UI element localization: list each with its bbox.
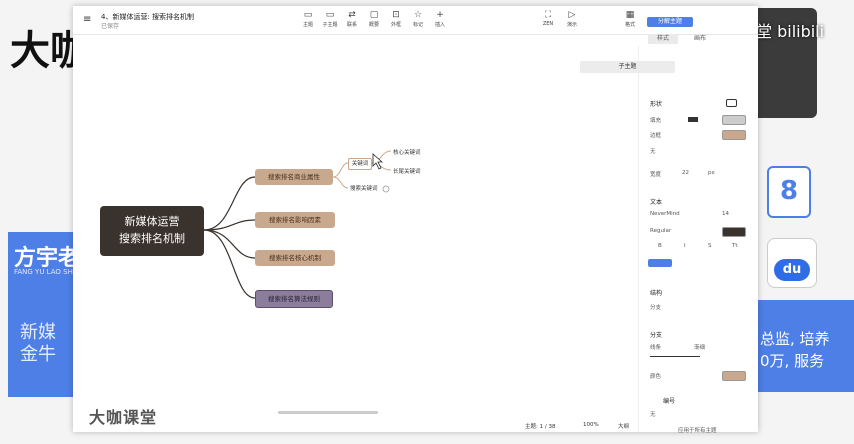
topic-count: 主题: 1 / 38 [525, 424, 556, 430]
numbering-value[interactable]: 无 [650, 412, 656, 418]
font-select[interactable]: NeverMind [650, 211, 680, 217]
bio-text-2: 0万, 服务 [760, 352, 825, 370]
subtopic-keyword[interactable]: 关键词 [348, 158, 372, 170]
brand-watermark: 大咖课堂 [89, 408, 158, 427]
root-topic[interactable]: 新媒体运营搜索排名机制 [100, 206, 204, 256]
structure-label: 结构 [650, 290, 663, 297]
apply-all-link[interactable]: 应用于所有主题 [678, 428, 717, 434]
width-unit: px [708, 170, 715, 176]
outline-button[interactable]: 大纲 [618, 424, 630, 430]
width-label: 宽度 [650, 172, 662, 178]
tab-style[interactable]: 样式 [648, 34, 678, 44]
relationship-button[interactable]: ⇄联系 [346, 10, 357, 28]
presenter-card [8, 232, 74, 397]
text-label: 文本 [650, 199, 663, 206]
structure-value[interactable]: 分支 [650, 305, 662, 311]
save-status: 已保存 [101, 23, 120, 30]
bio-card [755, 300, 854, 392]
mindmap-connectors [203, 150, 392, 299]
baidu-logo-icon: du [767, 238, 817, 288]
branch-topic[interactable]: 搜索排名影响因素 [255, 212, 335, 228]
insert-button[interactable]: +插入 [434, 10, 445, 28]
topic-button[interactable]: ▭主题 [302, 10, 313, 28]
mindmap-app-window: ≡ 4、新媒体运营: 搜索排名机制 已保存 ▭主题 ▭子主题 ⇄联系 ▢概要 ⊡… [73, 6, 758, 432]
platform-logo-icon: 8 [767, 166, 811, 218]
fill-swatch[interactable] [688, 117, 698, 122]
subtopic-style-button[interactable]: 子主题 [580, 61, 675, 73]
numbering-label: 编号 [663, 398, 676, 405]
text-color[interactable] [722, 227, 746, 237]
branch-topic[interactable]: 搜索排名核心机制 [255, 250, 335, 266]
presenter-text-2: 金牛 [20, 344, 56, 365]
subtopic-long-tail-keyword[interactable]: 长尾关键词 [393, 169, 421, 175]
shape-icon[interactable] [726, 99, 737, 107]
subtopic-search-keyword[interactable]: 搜索关键词 [350, 186, 378, 192]
format-button[interactable]: ▦格式 [624, 10, 635, 28]
top-toolbar: ≡ 4、新媒体运营: 搜索排名机制 已保存 ▭主题 ▭子主题 ⇄联系 ▢概要 ⊡… [73, 6, 758, 35]
color-label: 颜色 [650, 374, 662, 380]
marker-button[interactable]: ☆标记 [412, 10, 423, 28]
branch-color[interactable] [722, 371, 746, 381]
bio-text-1: 总监, 培养 [760, 330, 830, 348]
tab-split-topic[interactable]: 分解主题 [647, 17, 693, 27]
presenter-name: 方宇老 [14, 246, 81, 271]
subtopic-button[interactable]: ▭子主题 [322, 10, 338, 28]
presenter-pinyin: FANG YU LAO SHI [14, 268, 75, 276]
subtopic-core-keyword[interactable]: 核心关键词 [393, 150, 421, 156]
fill-color[interactable] [722, 115, 746, 125]
horizontal-scrollbar[interactable] [278, 411, 378, 414]
border-label: 边框 [650, 133, 662, 139]
line-label: 线条 [650, 345, 662, 351]
summary-button[interactable]: ▢概要 [368, 10, 379, 28]
font-size[interactable]: 14 [722, 211, 729, 217]
taper-label: 渐细 [694, 345, 706, 351]
border-none[interactable]: 无 [650, 149, 656, 155]
zoom-level[interactable]: 100% [583, 422, 599, 428]
video-watermark: 课堂 bilibili [740, 22, 825, 41]
branch-topic-selected[interactable]: 搜索排名算法规则 [255, 290, 333, 308]
italic-button[interactable]: I [684, 243, 686, 249]
branch-topic[interactable]: 搜索排名商业属性 [255, 169, 333, 185]
weight-select[interactable]: Regular [650, 228, 672, 234]
present-button[interactable]: ▷演示 [566, 10, 577, 28]
document-title[interactable]: 4、新媒体运营: 搜索排名机制 [101, 13, 195, 21]
menu-icon[interactable]: ≡ [83, 14, 92, 25]
shape-label: 形状 [650, 101, 663, 108]
branch-label: 分支 [650, 332, 663, 339]
presenter-text-1: 新媒 [20, 322, 56, 343]
line-style[interactable] [650, 356, 700, 357]
bold-button[interactable]: B [658, 243, 662, 249]
case-button[interactable]: Tt [732, 243, 738, 249]
zen-button[interactable]: ⛶ZEN [542, 10, 554, 27]
align-left-button[interactable] [648, 259, 672, 267]
fill-label: 填充 [650, 118, 662, 124]
tab-canvas[interactable]: 画布 [693, 35, 706, 42]
boundary-button[interactable]: ⊡外框 [390, 10, 401, 28]
format-panel [638, 46, 759, 432]
border-color[interactable] [722, 130, 746, 140]
strike-button[interactable]: S [708, 243, 712, 249]
width-value[interactable]: 22 [682, 170, 689, 176]
